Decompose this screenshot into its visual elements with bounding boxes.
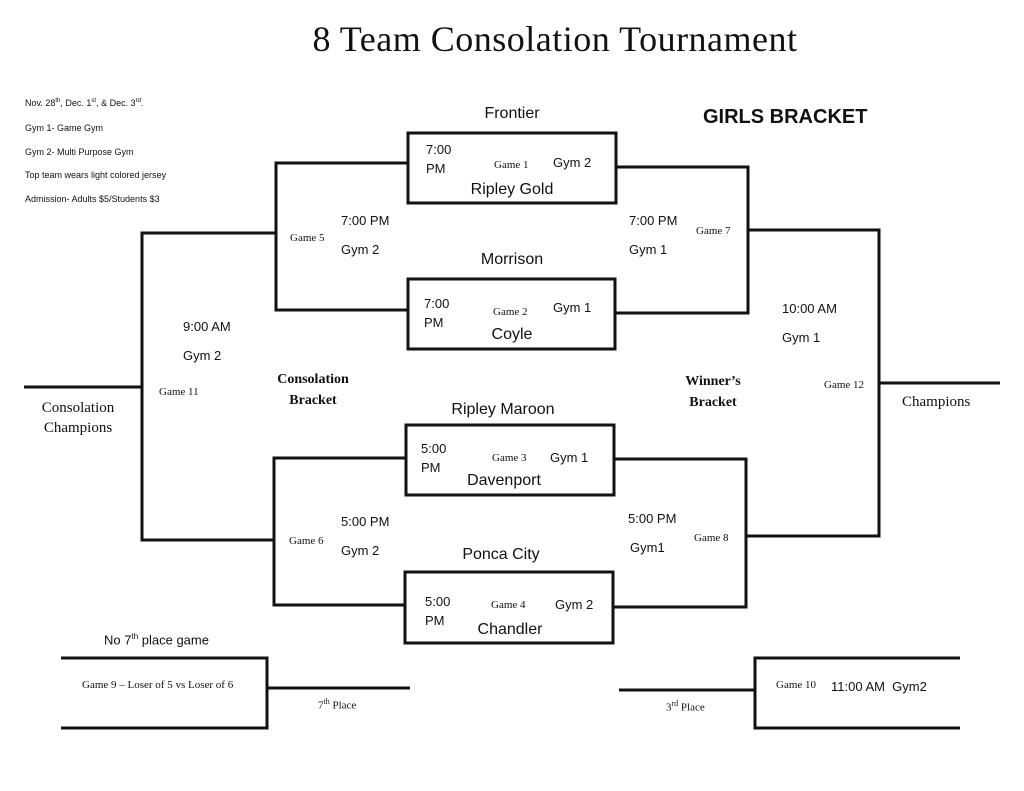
game11-time: 9:00 AM <box>183 319 231 334</box>
game8-gym: Gym1 <box>630 540 665 555</box>
admission-info: Admission- Adults $5/Students $3 <box>25 194 160 204</box>
game9-bracket <box>61 656 269 730</box>
no-seventh-text: No 7 <box>104 632 132 648</box>
consolation-champions-label-2: Champions <box>43 420 113 436</box>
game5-time: 7:00 PM <box>341 213 390 228</box>
game5-label: Game 5 <box>290 232 325 244</box>
game1-time: 7:00 <box>426 142 452 157</box>
gym2-info: Gym 2- Multi Purpose Gym <box>25 147 134 157</box>
game8-bracket <box>613 457 748 609</box>
dates-text-2: , Dec. 1 <box>60 98 92 108</box>
seventh-num: 7 <box>318 699 324 712</box>
game6-gym: Gym 2 <box>341 543 380 558</box>
game6-bracket <box>272 456 406 607</box>
dates-sup-2: st <box>91 98 97 104</box>
dates-sup-1: th <box>55 98 61 104</box>
game2-time: 7:00 <box>424 296 450 311</box>
game3-label: Game 3 <box>492 452 527 464</box>
team-ripley-maroon: Ripley Maroon <box>451 401 555 418</box>
no-seventh-text-end: place game <box>138 632 209 648</box>
third-place-label: 3rd Place <box>666 699 705 714</box>
game10-label: Game 10 <box>776 679 817 691</box>
game1-gym: Gym 2 <box>553 155 592 170</box>
page-title: 8 Team Consolation Tournament <box>312 19 798 59</box>
consolation-champions-label-1: Consolation <box>41 400 115 416</box>
tournament-dates: Nov. 28th, Dec. 1st, & Dec. 3rd. <box>25 98 143 108</box>
game2-time-suffix: PM <box>424 315 444 330</box>
game4-time-suffix: PM <box>425 613 445 628</box>
seventh-text: Place <box>329 699 357 712</box>
consolation-bracket-label-1: Consolation <box>277 372 349 387</box>
game7-label: Game 7 <box>696 225 731 237</box>
game10-bracket <box>753 656 960 730</box>
champions-label: Champions <box>902 394 971 410</box>
winners-bracket-label-2: Bracket <box>689 395 737 410</box>
game4-gym: Gym 2 <box>555 597 594 612</box>
gym1-info: Gym 1- Game Gym <box>25 123 104 133</box>
third-text: Place <box>678 701 705 714</box>
seventh-place-label: 7th Place <box>318 697 356 712</box>
game7-time: 7:00 PM <box>629 213 678 228</box>
game1-time-suffix: PM <box>426 161 446 176</box>
no-seventh-sup: th <box>131 632 139 641</box>
seventh-sup: th <box>323 697 330 706</box>
game5-gym: Gym 2 <box>341 242 380 257</box>
game10-time-gym: 11:00 AM Gym2 <box>831 679 927 694</box>
game2-gym: Gym 1 <box>553 300 592 315</box>
game8-label: Game 8 <box>694 532 729 544</box>
team-frontier: Frontier <box>484 105 540 122</box>
jersey-info: Top team wears light colored jersey <box>25 170 167 180</box>
game7-bracket <box>615 165 750 315</box>
game9-label: Game 9 – Loser of 5 vs Loser of 6 <box>82 679 234 691</box>
game1-label: Game 1 <box>494 159 529 171</box>
game4-time: 5:00 <box>425 594 451 609</box>
team-ponca-city: Ponca City <box>462 546 540 563</box>
game5-bracket <box>274 161 408 312</box>
game12-time: 10:00 AM <box>782 301 837 316</box>
game6-time: 5:00 PM <box>341 514 390 529</box>
game11-gym: Gym 2 <box>183 348 222 363</box>
game2-label: Game 2 <box>493 306 528 318</box>
dates-text-1: Nov. 28 <box>25 98 56 108</box>
team-coyle: Coyle <box>491 326 533 343</box>
team-chandler: Chandler <box>477 621 543 638</box>
game12-gym: Gym 1 <box>782 330 821 345</box>
dates-text-3: , & Dec. 3 <box>96 98 136 108</box>
game3-time-suffix: PM <box>421 460 441 475</box>
dates-text-4: . <box>140 98 144 108</box>
bracket-title: GIRLS BRACKET <box>703 106 868 128</box>
game8-time: 5:00 PM <box>628 511 677 526</box>
winners-bracket-label-1: Winner’s <box>685 374 741 389</box>
game6-label: Game 6 <box>289 535 324 547</box>
dates-sup-3: rd <box>135 98 141 104</box>
game12-label: Game 12 <box>824 379 865 391</box>
game3-gym: Gym 1 <box>550 450 589 465</box>
game7-gym: Gym 1 <box>629 242 668 257</box>
team-morrison: Morrison <box>480 251 544 268</box>
game4-label: Game 4 <box>491 599 526 611</box>
consolation-bracket-label-2: Bracket <box>289 393 337 408</box>
game3-time: 5:00 <box>421 441 447 456</box>
team-ripley-gold: Ripley Gold <box>470 181 554 198</box>
third-sup: rd <box>671 699 679 708</box>
no-seventh-place-note: No 7th place game <box>104 632 209 647</box>
game11-label: Game 11 <box>159 386 199 398</box>
third-num: 3 <box>666 701 672 714</box>
team-davenport: Davenport <box>467 472 541 489</box>
